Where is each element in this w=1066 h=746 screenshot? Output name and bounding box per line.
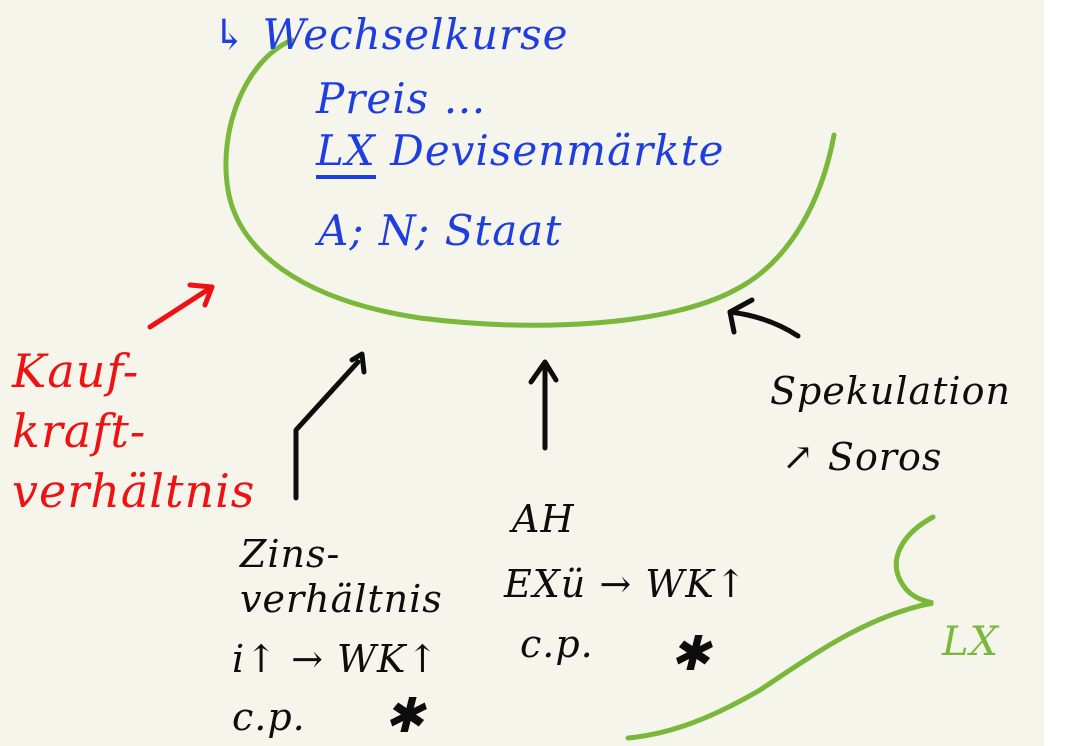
- blue-line-devisenmaerkte: LX Devisenmärkte: [316, 126, 724, 179]
- ah-arrow-head: [528, 359, 559, 385]
- spekulation-arrow: [727, 309, 801, 339]
- red-arrow-head: [187, 282, 215, 308]
- zins-line-1: Zins-: [240, 532, 341, 576]
- ah-star: ✱: [670, 626, 712, 682]
- blue-line-wechselkurse: ↳ Wechselkurse: [212, 10, 569, 59]
- zins-arrow-head: [349, 351, 367, 375]
- zins-line-2: verhältnis: [240, 577, 443, 621]
- red-arrow: [147, 284, 215, 330]
- ah-line-cp: c.p.: [520, 622, 594, 666]
- spekulation-line-1: Spekulation: [770, 369, 1011, 413]
- ah-line-2: EXü → WK↑: [504, 562, 748, 606]
- green-lx-label: LX: [942, 619, 1000, 665]
- zins-arrow: [293, 359, 361, 501]
- zins-line-cp: c.p.: [232, 695, 306, 739]
- red-line-kraft: kraft-: [12, 404, 147, 458]
- blue-line-preis: Preis …: [316, 74, 487, 123]
- spekulation-arrow-head: [727, 297, 755, 335]
- lx-underlined: LX: [316, 126, 376, 179]
- green-brace: [625, 514, 936, 741]
- red-line-verhaeltnis: verhältnis: [12, 464, 256, 518]
- zins-star: ✱: [384, 688, 426, 744]
- zins-line-3: i↑ → WK↑: [232, 637, 440, 681]
- red-line-kauf: Kauf-: [12, 344, 140, 398]
- devisenmaerkte-text: Devisenmärkte: [390, 126, 725, 175]
- page-edge-strip: [1044, 0, 1066, 746]
- ah-line-1: AH: [512, 497, 575, 541]
- spekulation-line-2: ↗ Soros: [782, 435, 943, 479]
- green-enclosing-curve: [223, 37, 837, 328]
- blue-line-akteure: A; N; Staat: [318, 206, 563, 255]
